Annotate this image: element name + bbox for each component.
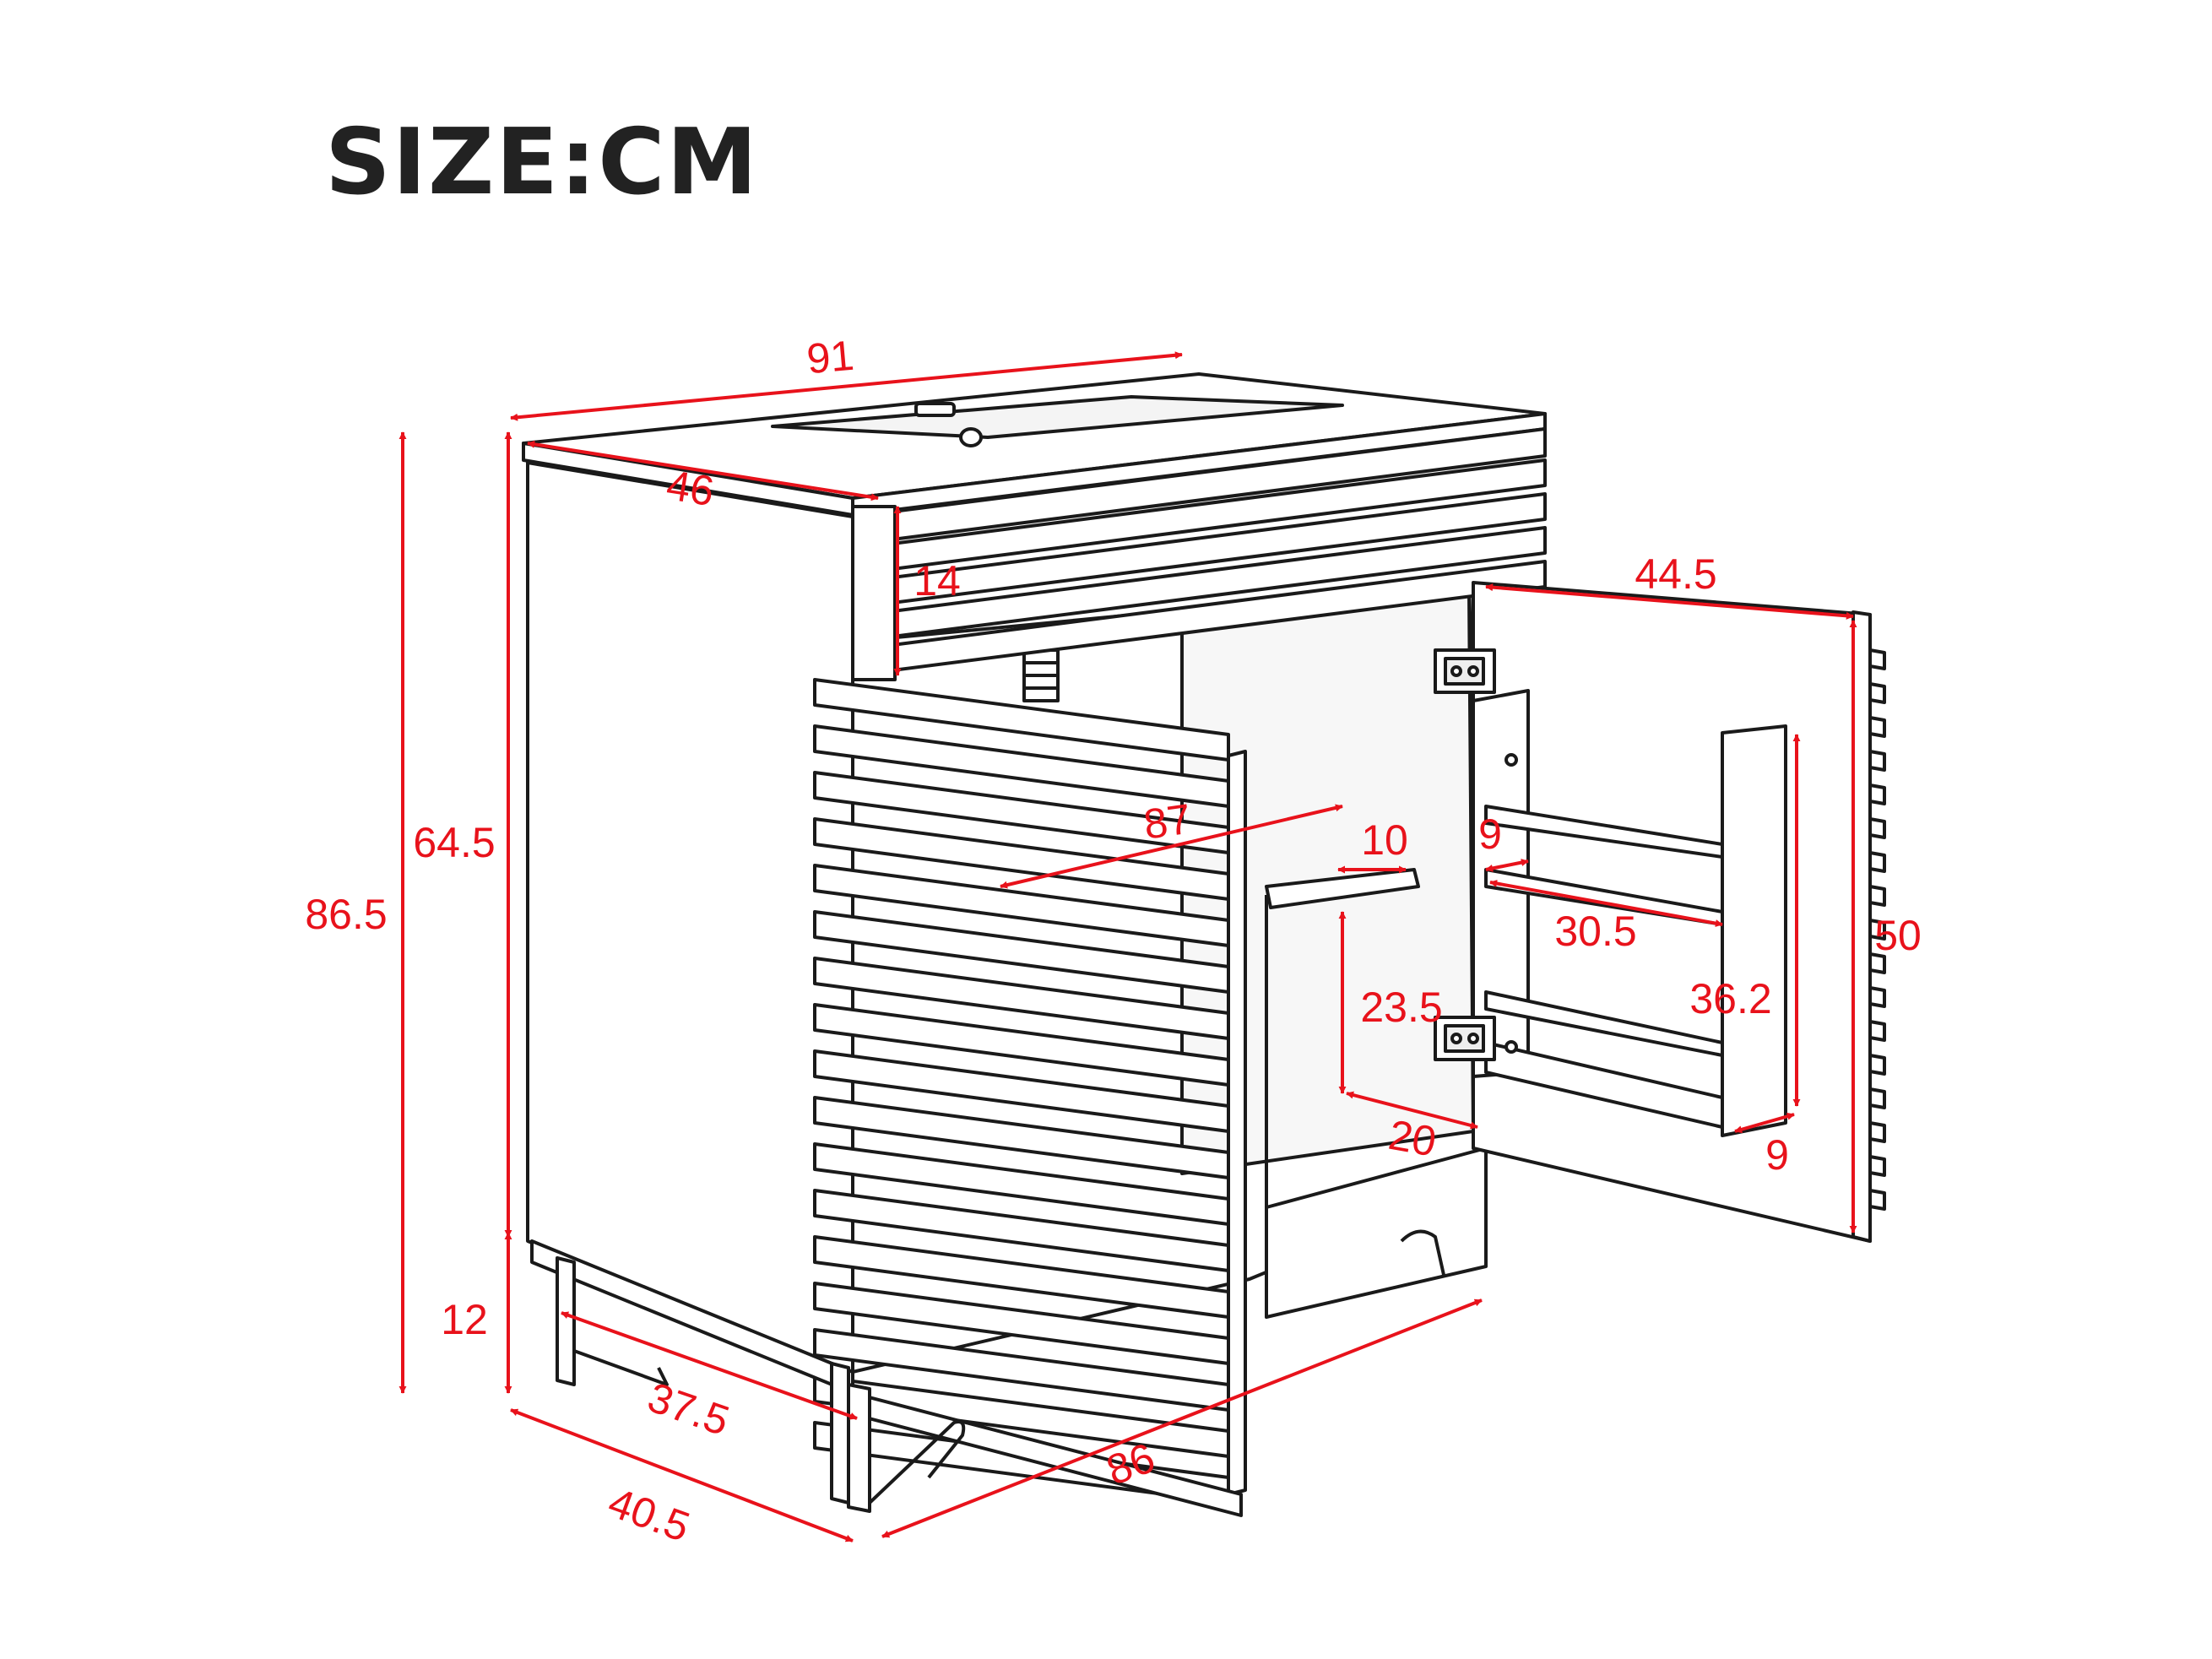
label-total-height: 86.5: [305, 891, 387, 938]
hinge-top: [1434, 648, 1496, 694]
label-door-height: 50: [1874, 912, 1922, 959]
dim-line-rack-depth-top: [1485, 859, 1529, 872]
base-leg-left-rear: [830, 1362, 850, 1504]
label-base-depth: 40.5: [603, 1478, 697, 1551]
left-door-edge: [1227, 750, 1247, 1496]
door-rack-bar-top: [1484, 805, 1724, 859]
dim-line-base-inner: [561, 1311, 858, 1420]
dim-line-top-depth: [527, 440, 879, 501]
right-door-slat: [1868, 1054, 1886, 1076]
dim-line-base-depth: [510, 1408, 854, 1542]
dim-line-door-width: [1485, 583, 1854, 620]
dim-line-base-width: [881, 1298, 1483, 1538]
dimension-lines: [398, 351, 1857, 1542]
plinth-cutout: [1400, 1229, 1445, 1276]
label-bottom-depth: 20: [1385, 1111, 1440, 1166]
faucet-hole: [959, 427, 983, 447]
label-rack-width: 30.5: [1554, 908, 1636, 955]
label-drawer-height: 14: [914, 557, 961, 605]
right-door-slat: [1868, 952, 1886, 974]
door-rack-bar-low: [1484, 990, 1724, 1057]
left-side-panel: [526, 461, 854, 1374]
right-door-slat: [1868, 1020, 1886, 1042]
screw: [1504, 1040, 1518, 1054]
label-leg-height: 12: [441, 1296, 488, 1343]
page-title: SIZE:CM: [325, 110, 759, 215]
right-door-slat: [1868, 1087, 1886, 1109]
right-door-slat: [1868, 1189, 1886, 1211]
hinge-bottom: [1434, 1016, 1496, 1061]
dim-line-inner-width: [1000, 804, 1343, 889]
label-rack-height: 36.2: [1689, 975, 1771, 1022]
label-rack-depth-bottom: 9: [1765, 1131, 1789, 1179]
right-door-slat: [1868, 1155, 1886, 1177]
cabinet-plinth: [1265, 1147, 1488, 1319]
right-door-slat: [1868, 885, 1886, 907]
label-top-width: 91: [805, 332, 855, 383]
label-base-inner: 37.5: [642, 1374, 735, 1445]
right-door-slat: [1868, 716, 1886, 738]
right-door-slat: [1868, 851, 1886, 873]
label-shelf-depth: 10: [1361, 816, 1408, 864]
right-door-slat: [1868, 648, 1886, 670]
faucet-plate: [914, 402, 956, 417]
dim-line-top-width: [510, 351, 1183, 421]
label-rack-depth-top: 9: [1478, 811, 1502, 858]
right-door-slat: [1868, 1121, 1886, 1143]
right-door-slat: [1868, 750, 1886, 772]
dimension-labels: 91 46 14 64.5 86.5 12 37.5 40.5 86 87 10…: [305, 332, 1921, 1551]
door-rack-bottom: [1484, 1041, 1724, 1129]
screw: [1504, 753, 1518, 767]
right-door-slat: [1868, 986, 1886, 1008]
dim-line-bottom-depth: [1346, 1091, 1478, 1130]
label-door-width: 44.5: [1635, 550, 1716, 598]
door-rack-right-post: [1721, 724, 1787, 1137]
label-top-depth: 46: [664, 461, 718, 515]
base-leg-front-left: [847, 1383, 871, 1513]
right-door-slat: [1868, 817, 1886, 839]
right-door-slat: [1868, 919, 1886, 941]
label-body-height: 64.5: [413, 819, 495, 866]
drawer-slats: [851, 427, 1547, 681]
dim-line-rack-depth-bottom: [1734, 1112, 1795, 1134]
right-door-edge: [1851, 610, 1872, 1243]
label-shelf-height: 23.5: [1360, 984, 1442, 1031]
right-door-slat: [1868, 783, 1886, 805]
right-door-slat: [1868, 682, 1886, 704]
base-leg-left-front: [556, 1256, 576, 1386]
cabinet-artwork: [522, 372, 1886, 1517]
label-inner-width: 87: [1141, 795, 1194, 848]
dim-line-rack-width: [1489, 880, 1723, 927]
right-door-slats: [1868, 648, 1886, 1211]
base-left-cutout: [573, 1349, 669, 1386]
